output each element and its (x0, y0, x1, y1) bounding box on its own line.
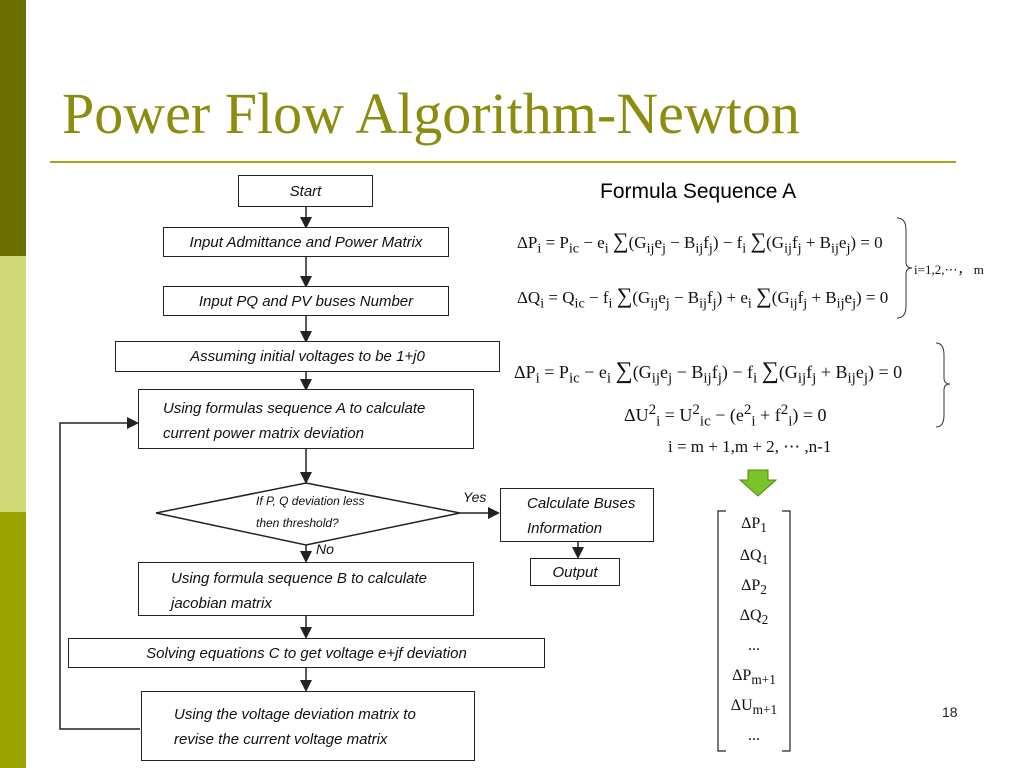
sidebar-band-dark (0, 0, 26, 256)
matrix-item-1: ΔP1 (741, 515, 767, 536)
start-label: Start (289, 182, 322, 200)
revise-voltage-line1: Using the voltage deviation matrix to (174, 706, 416, 723)
revise-voltage-box: Using the voltage deviation matrix to re… (141, 691, 475, 761)
matrix-item-3: ΔP2 (741, 577, 767, 598)
page-number: 18 (942, 704, 958, 720)
formula-a-box: Using formulas sequence A to calculate c… (138, 389, 474, 449)
input-admittance-box: Input Admittance and Power Matrix (163, 227, 449, 257)
formula-range-b: i = m + 1,m + 2, ⋯ ,n-1 (668, 437, 832, 456)
sidebar-band-mid (0, 512, 26, 768)
no-label: No (316, 541, 334, 557)
formula-delta-p-b: ΔPi = Pic − ei ∑(Gijej − Bijfj) − fi ∑(G… (514, 358, 903, 387)
formula-sequence-heading: Formula Sequence A (600, 180, 797, 203)
matrix-item-4: ΔQ2 (739, 607, 769, 628)
calculate-buses-line1: Calculate Buses (527, 495, 636, 512)
formula-a-line1: Using formulas sequence A to calculate (163, 400, 426, 417)
decision-line1: If P, Q deviation less (256, 494, 365, 508)
formula-b-line2: jacobian matrix (171, 595, 272, 612)
matrix-item-8: ... (748, 727, 760, 744)
calculate-buses-line2: Information (527, 520, 603, 537)
formula-delta-p-a: ΔPi = Pic − ei ∑(Gijej − Bijfj) − fi ∑(G… (517, 228, 883, 257)
formula-a-line2: current power matrix deviation (163, 425, 364, 442)
yes-label: Yes (463, 489, 487, 505)
input-admittance-label: Input Admittance and Power Matrix (189, 233, 423, 251)
slide-title: Power Flow Algorithm-Newton (62, 81, 800, 146)
title-underline (50, 161, 956, 163)
input-buses-box: Input PQ and PV buses Number (163, 286, 449, 316)
formula-delta-u: ΔU2i = U2ic − (e2i + f2i) = 0 (624, 402, 827, 430)
start-box: Start (238, 175, 373, 207)
formula-b-line1: Using formula sequence B to calculate (171, 570, 427, 587)
calculate-buses-box: Calculate Buses Information (500, 488, 654, 542)
matrix-item-2: ΔQ1 (739, 547, 769, 568)
initial-voltage-label: Assuming initial voltages to be 1+j0 (190, 348, 425, 365)
equations-c-box: Solving equations C to get voltage e+jf … (68, 638, 545, 668)
matrix-item-6: ΔPm+1 (732, 667, 776, 688)
formula-delta-q-a: ΔQi = Qic − fi ∑(Gijej − Bijfj) + ei ∑(G… (517, 283, 889, 312)
deviation-matrix: ΔP1 ΔQ1 ΔP2 ΔQ2 ... ΔPm+1 ΔUm+1 ... (718, 511, 790, 751)
matrix-item-7: ΔUm+1 (730, 697, 778, 718)
matrix-item-5: ... (748, 637, 760, 654)
formula-range-a: i=1,2,⋯， m (914, 262, 984, 277)
revise-voltage-line2: revise the current voltage matrix (174, 731, 388, 748)
sidebar-band-light (0, 256, 26, 512)
equations-c-label: Solving equations C to get voltage e+jf … (146, 644, 467, 662)
output-box: Output (530, 558, 620, 586)
output-label: Output (552, 563, 598, 581)
sidebar-decoration (0, 0, 26, 768)
formula-b-box: Using formula sequence B to calculate ja… (138, 562, 474, 616)
initial-voltage-box: Assuming initial voltages to be 1+j0 (115, 341, 500, 372)
decision-line2: then threshold? (256, 516, 339, 530)
input-buses-label: Input PQ and PV buses Number (198, 292, 414, 310)
